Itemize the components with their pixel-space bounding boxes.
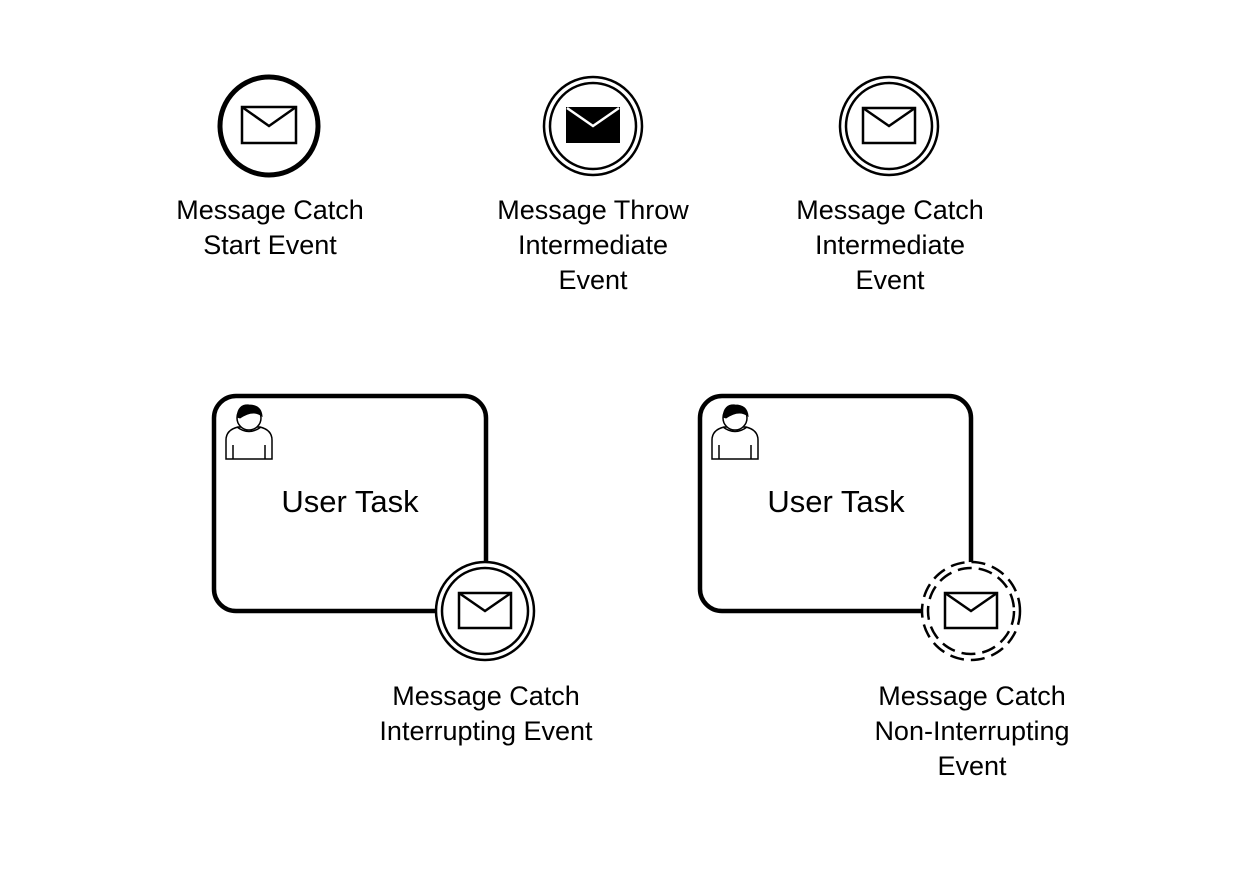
label-line: Message Catch: [796, 195, 984, 225]
message-interrupting-boundary-event[interactable]: [434, 560, 536, 662]
catch-intermediate-event-label: Message Catch Intermediate Event: [750, 193, 1030, 298]
envelope-filled-icon: [566, 106, 620, 143]
user-task-1[interactable]: [211, 393, 489, 614]
message-catch-intermediate-event[interactable]: [838, 75, 940, 177]
envelope-icon: [240, 105, 298, 145]
throw-intermediate-event-label: Message Throw Intermediate Event: [453, 193, 733, 298]
interrupting-event-label: Message Catch Interrupting Event: [346, 679, 626, 749]
label-line: Message Catch: [878, 681, 1066, 711]
label-line: Intermediate: [517, 230, 669, 260]
label-line: Intermediate: [814, 230, 966, 260]
label-line: Non-Interrupting: [874, 716, 1070, 746]
label-line: Event: [937, 751, 1007, 781]
non-interrupting-event-label: Message Catch Non-Interrupting Event: [832, 679, 1112, 784]
message-start-event[interactable]: [217, 74, 321, 178]
message-throw-intermediate-event[interactable]: [542, 75, 644, 177]
user-icon: [711, 404, 759, 460]
envelope-icon: [861, 106, 917, 145]
user-task-2-label: User Task: [767, 484, 905, 519]
envelope-icon: [943, 591, 999, 630]
user-icon: [225, 404, 273, 460]
label-line: Event: [855, 265, 925, 295]
user-task-2[interactable]: [697, 393, 974, 614]
user-task-1-label: User Task: [281, 484, 419, 519]
label-line: Event: [558, 265, 628, 295]
message-non-interrupting-boundary-event[interactable]: [920, 560, 1022, 662]
envelope-icon: [457, 591, 513, 630]
start-event-label: Message Catch Start Event: [130, 193, 410, 263]
label-line: Message Catch: [176, 195, 364, 225]
label-line: Message Catch: [392, 681, 580, 711]
label-line: Start Event: [203, 230, 337, 260]
label-line: Interrupting Event: [379, 716, 593, 746]
label-line: Message Throw: [497, 195, 689, 225]
